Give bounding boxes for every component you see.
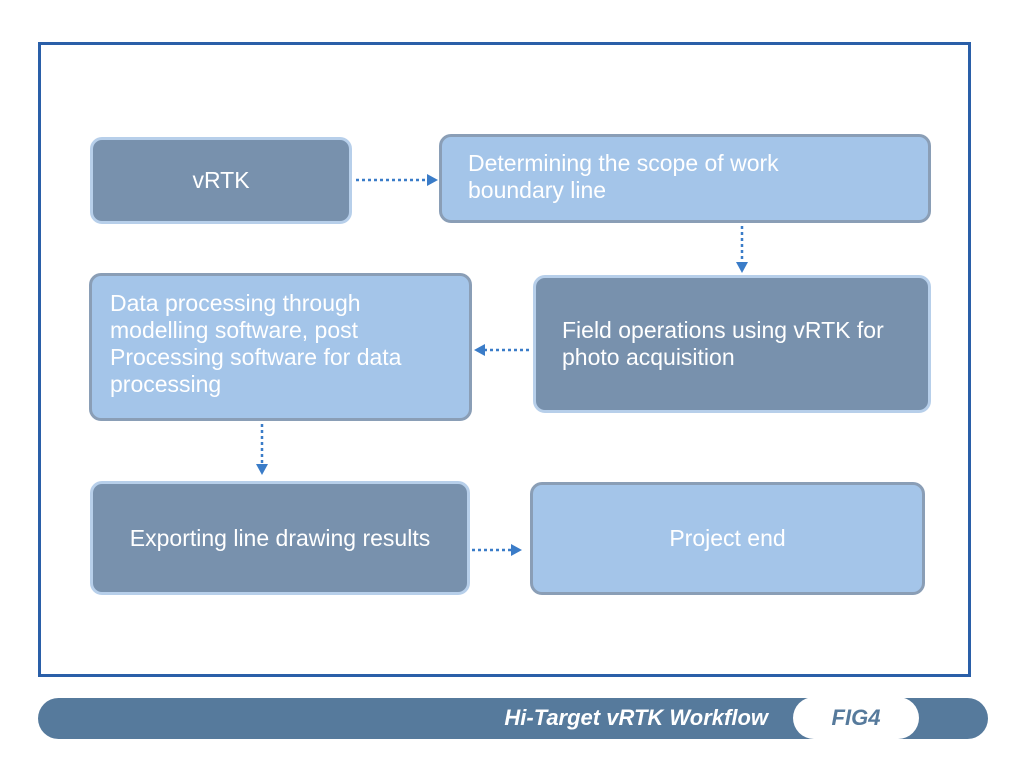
arrowhead-vrtk-to-scope [427,174,438,186]
node-exporting: Exporting line drawing results [90,481,470,595]
node-end-label: Project end [669,525,786,551]
node-processing-label: Data processing through modelling softwa… [110,290,402,397]
arrowhead-scope-to-field [736,262,748,273]
arrowhead-exporting-to-end [511,544,522,556]
footer-title: Hi-Target vRTK Workflow [504,705,768,730]
node-field: Field operations using vRTK for photo ac… [533,275,931,413]
node-field-label: Field operations using vRTK for photo ac… [562,317,884,370]
arrowhead-field-to-processing [474,344,485,356]
node-vrtk: vRTK [90,137,352,224]
node-end: Project end [530,482,925,595]
figure-label: FIG4 [793,697,919,739]
node-vrtk-label: vRTK [192,167,250,193]
diagram-frame [38,42,971,677]
node-scope-label: Determining the scope of work boundary l… [468,150,779,203]
node-scope: Determining the scope of work boundary l… [439,134,931,223]
node-exporting-label: Exporting line drawing results [129,524,431,551]
node-processing: Data processing through modelling softwa… [89,273,472,421]
arrowhead-processing-to-exporting [256,464,268,475]
